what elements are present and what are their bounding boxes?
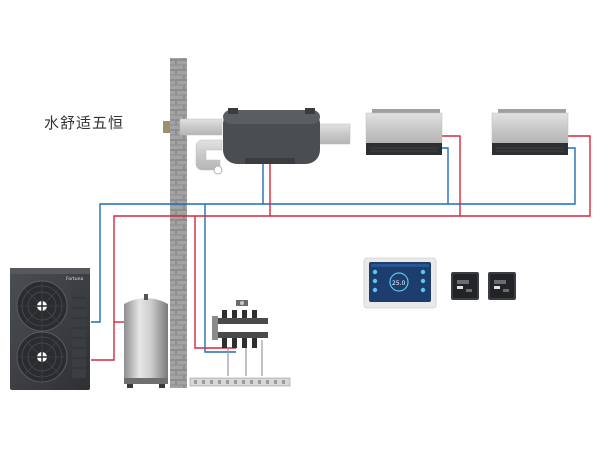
water-manifold [212,300,268,348]
wall-thermostat-switch [488,272,516,300]
brick-wall [170,58,187,388]
screen-icon [372,269,426,293]
fresh-air-duct [163,118,351,175]
floor-heating-strip [189,377,291,387]
grille-icon [496,147,564,152]
fan-coil-unit [491,109,569,155]
brand-label: Fortuna [66,276,83,282]
smart-control-panel: 25.0 [363,257,437,309]
wall-thermostat-switch [451,272,479,300]
fan-icon [16,331,68,383]
fresh-air-unit [223,108,320,164]
supply-pipes [91,135,591,361]
water-tank [124,294,168,388]
fan-icon [16,280,68,332]
thermostat-reading: 25.0 [392,280,406,287]
grille-icon [370,147,438,152]
fan-coil-unit [365,109,443,155]
manifold-pipes [227,340,263,376]
diagram-title: 水舒适五恒 [44,114,125,132]
heat-pump-outdoor-unit: Fortuna [10,268,90,390]
